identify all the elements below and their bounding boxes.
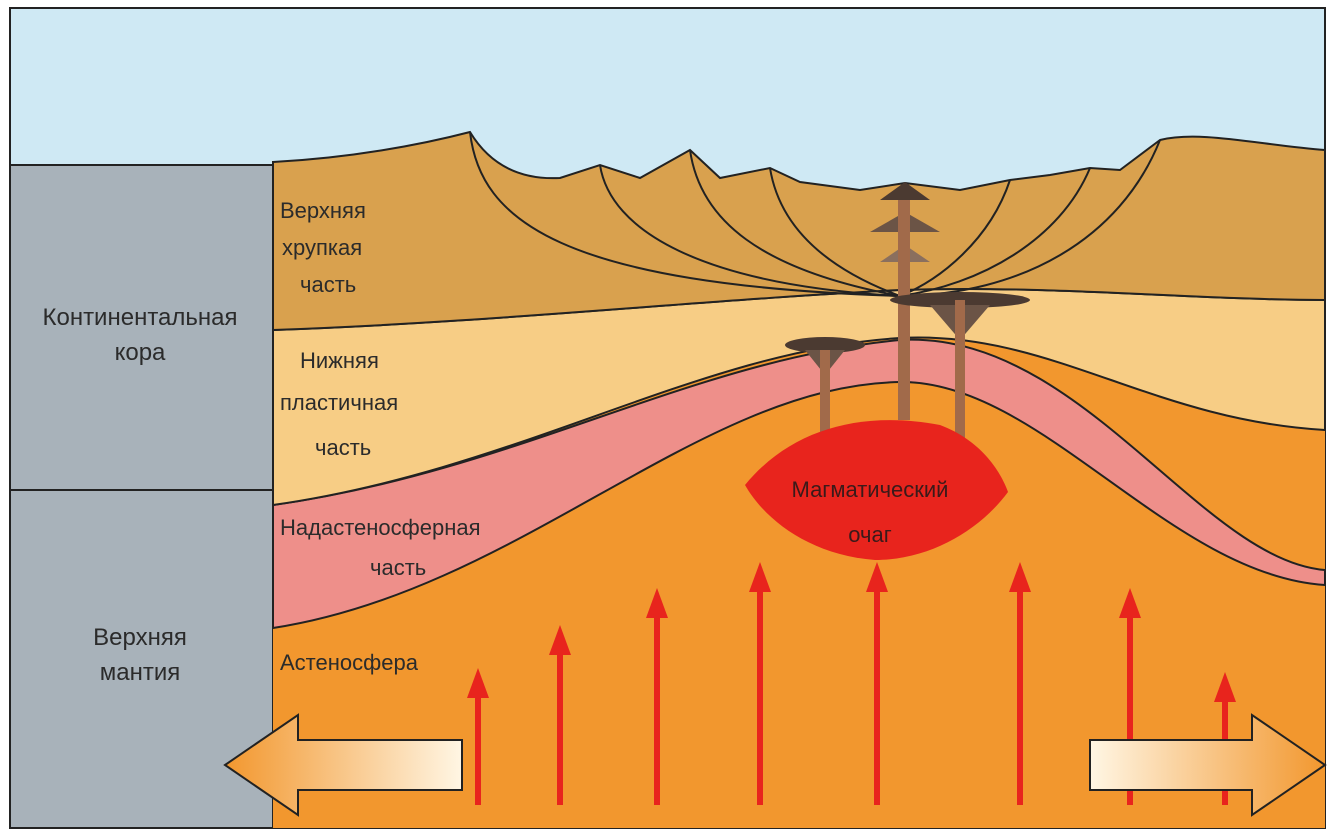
side-label-mantle-2: мантия [100, 659, 181, 686]
side-label-crust-1: Континентальная [42, 304, 237, 331]
label-supra-1: Надастеносферная [280, 515, 481, 540]
magma-label-2: очаг [848, 522, 891, 547]
magma-label-1: Магматический [792, 477, 949, 502]
label-upper-3: часть [300, 272, 356, 297]
label-lower-1: Нижняя [300, 348, 379, 373]
label-supra-2: часть [370, 555, 426, 580]
side-label-mantle-1: Верхняя [93, 624, 187, 651]
side-panel [10, 165, 273, 828]
label-asthenosphere: Астеносфера [280, 650, 419, 675]
label-lower-2: пластичная [280, 390, 398, 415]
label-lower-3: часть [315, 435, 371, 460]
side-label-crust-2: кора [115, 339, 166, 366]
label-upper-1: Верхняя [280, 198, 366, 223]
label-upper-2: хрупкая [282, 235, 362, 260]
